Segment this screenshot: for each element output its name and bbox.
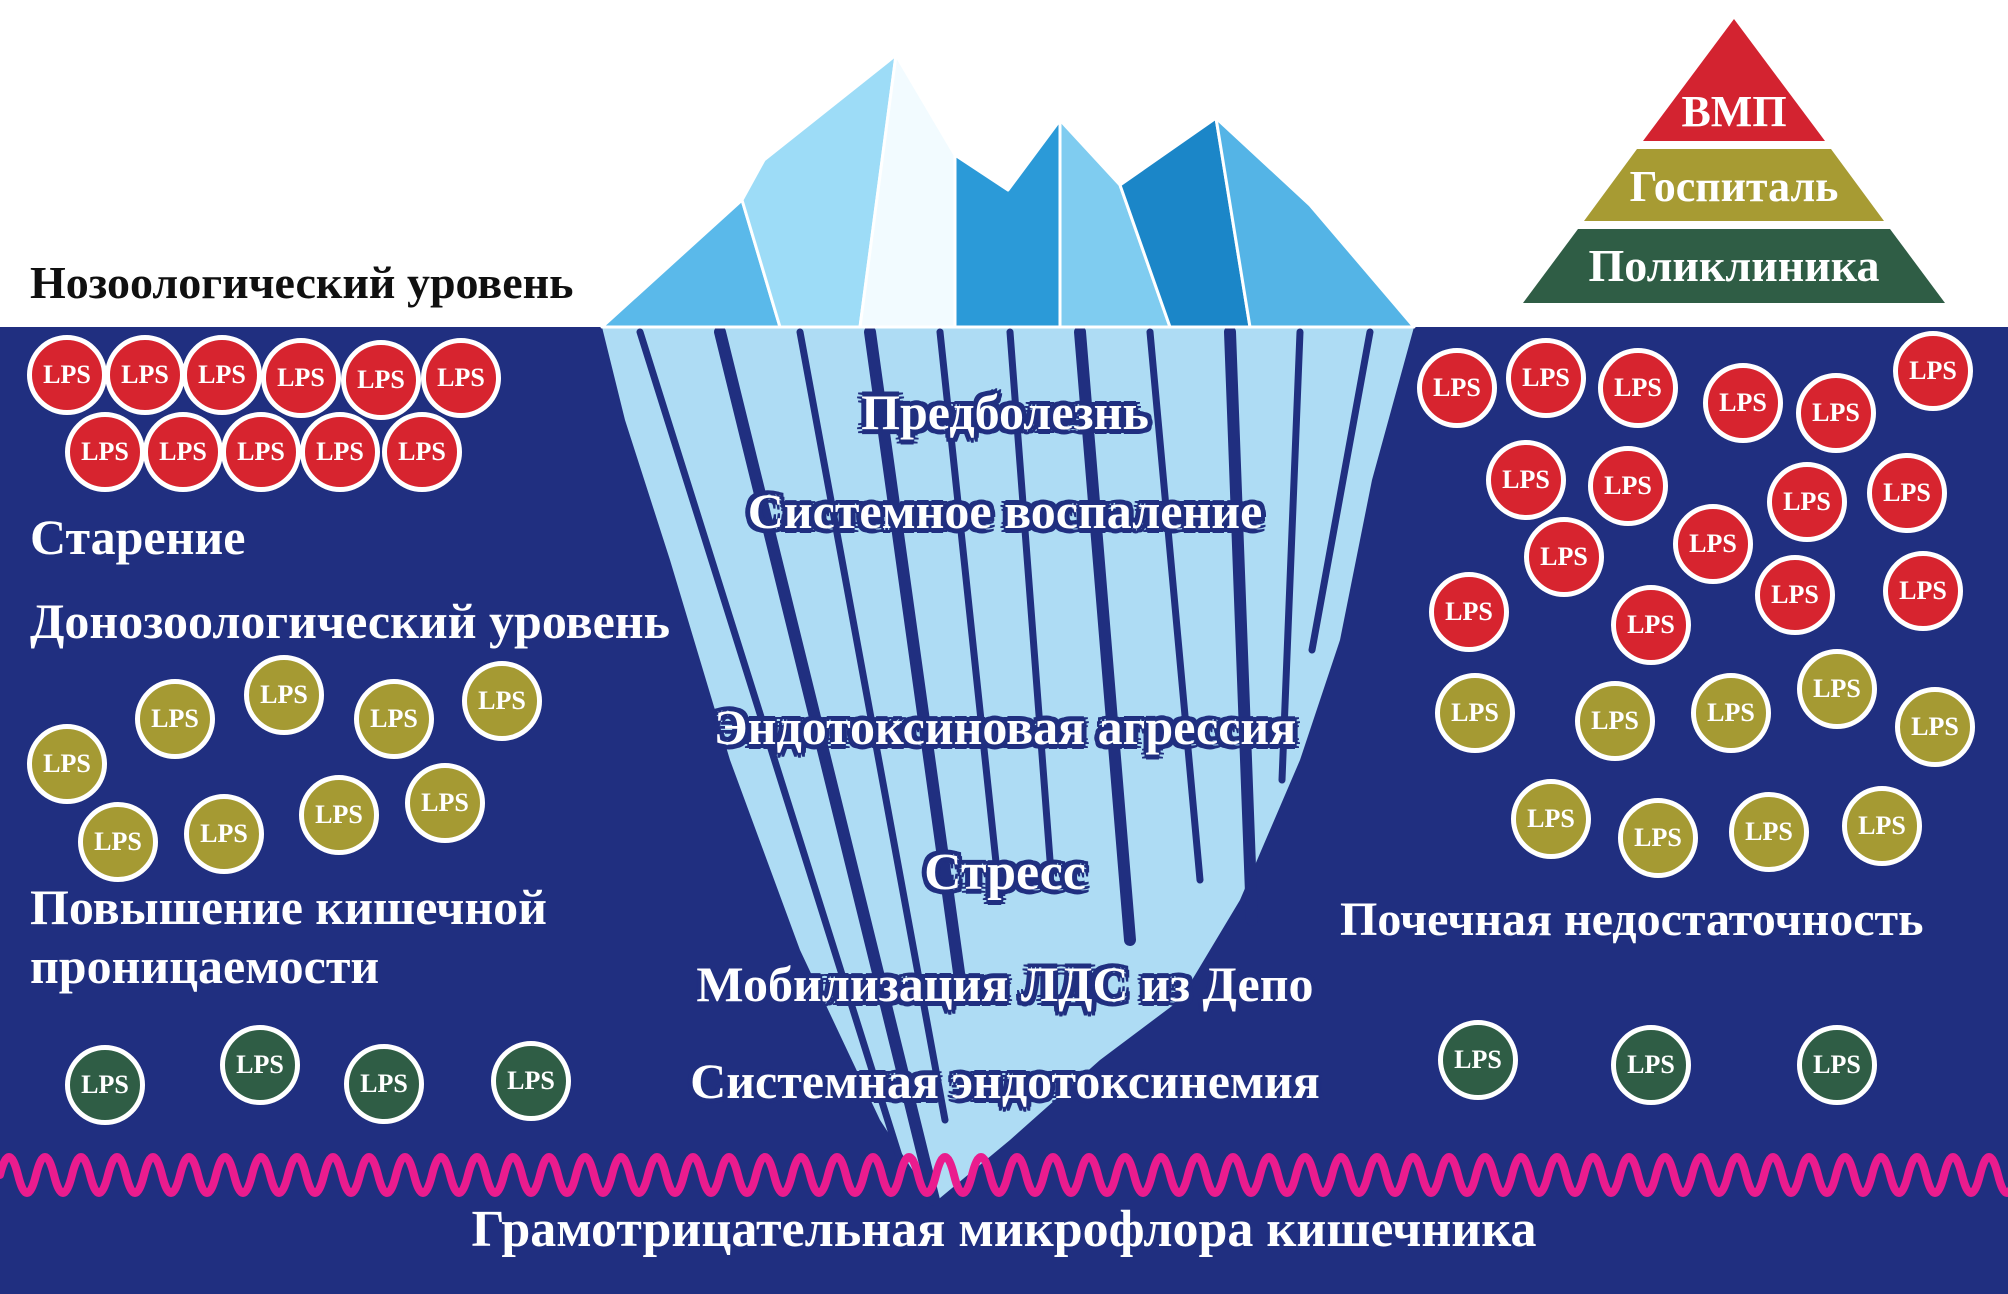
lps-circle: LPS	[405, 763, 485, 843]
lps-circle: LPS	[1506, 338, 1586, 418]
lps-circle: LPS	[1611, 1025, 1691, 1105]
lps-circle: LPS	[1611, 585, 1691, 665]
pyramid-level-hospital	[1584, 149, 1884, 221]
lps-circle: LPS	[1755, 555, 1835, 635]
pyramid-label-polyclinic: Поликлиника	[1588, 240, 1879, 291]
care-pyramid: ВМП Госпиталь Поликлиника	[1523, 19, 1945, 303]
lps-circle: LPS	[65, 412, 145, 492]
lps-circle: LPS	[184, 794, 264, 874]
renal-failure-label: Почечная недостаточность	[1340, 893, 1924, 946]
lps-circle: LPS	[300, 412, 380, 492]
lps-circle: LPS	[462, 661, 542, 741]
lps-circle: LPS	[1588, 446, 1668, 526]
lps-circle: LPS	[27, 335, 107, 415]
lps-circle: LPS	[1429, 572, 1509, 652]
iceberg-above-water	[600, 53, 1416, 329]
pyramid-level-vmp	[1643, 19, 1825, 141]
lps-circle: LPS	[65, 1045, 145, 1125]
lps-circle: LPS	[1767, 462, 1847, 542]
lps-circle: LPS	[1729, 792, 1809, 872]
lps-circle: LPS	[1575, 681, 1655, 761]
pyramid-level-polyclinic	[1523, 229, 1945, 303]
lps-circle: LPS	[221, 412, 301, 492]
lps-circle: LPS	[1618, 798, 1698, 878]
iceberg-below-water	[602, 327, 1414, 1203]
wave-path	[0, 1153, 2008, 1197]
donosological-level-label: Донозоологический уровень	[30, 593, 671, 649]
lps-circle: LPS	[1796, 373, 1876, 453]
gut-permeability-label: Повышение кишечной проницаемости	[30, 878, 547, 996]
lps-circle: LPS	[1797, 1025, 1877, 1105]
lps-circle: LPS	[1486, 440, 1566, 520]
lps-circle: LPS	[1417, 348, 1497, 428]
lps-circle: LPS	[1598, 348, 1678, 428]
iceberg-crack-lines-thick	[714, 326, 1258, 1206]
iceberg-crack-lines-thin	[636, 328, 1374, 1179]
lps-circle: LPS	[1435, 673, 1515, 753]
gut-permeability-line2: проницаемости	[30, 938, 380, 994]
lps-circle: LPS	[1883, 551, 1963, 631]
lps-circle: LPS	[341, 340, 421, 420]
lps-circle: LPS	[78, 802, 158, 882]
lps-circle: LPS	[491, 1041, 571, 1121]
lps-circle: LPS	[1438, 1020, 1518, 1100]
lps-circle: LPS	[1842, 786, 1922, 866]
lps-circle: LPS	[1511, 779, 1591, 859]
lps-circle: LPS	[421, 338, 501, 418]
lps-circle: LPS	[1673, 504, 1753, 584]
lps-circle: LPS	[1691, 673, 1771, 753]
lps-circle: LPS	[1895, 687, 1975, 767]
lps-circle: LPS	[105, 335, 185, 415]
lps-circle: LPS	[1524, 517, 1604, 597]
gut-permeability-line1: Повышение кишечной	[30, 879, 547, 935]
lps-circle: LPS	[261, 338, 341, 418]
lps-circle: LPS	[1867, 453, 1947, 533]
aging-label: Старение	[30, 509, 246, 565]
lps-circle: LPS	[1797, 649, 1877, 729]
lps-circle: LPS	[344, 1044, 424, 1124]
lps-circle: LPS	[143, 412, 223, 492]
lps-circle: LPS	[135, 679, 215, 759]
gut-microflora-label: Грамотрицательная микрофлора кишечника	[471, 1201, 1537, 1258]
lps-circle: LPS	[27, 724, 107, 804]
lps-circle: LPS	[1703, 363, 1783, 443]
pyramid-label-hospital: Госпиталь	[1630, 162, 1839, 211]
nosological-level-label: Нозоологический уровень	[30, 257, 574, 308]
lps-circle: LPS	[220, 1025, 300, 1105]
lps-circle: LPS	[1893, 331, 1973, 411]
lps-circle: LPS	[382, 412, 462, 492]
pyramid-label-vmp: ВМП	[1681, 87, 1786, 136]
lps-circle: LPS	[354, 679, 434, 759]
lps-circle: LPS	[182, 335, 262, 415]
lps-circle: LPS	[299, 775, 379, 855]
lps-circle: LPS	[244, 655, 324, 735]
